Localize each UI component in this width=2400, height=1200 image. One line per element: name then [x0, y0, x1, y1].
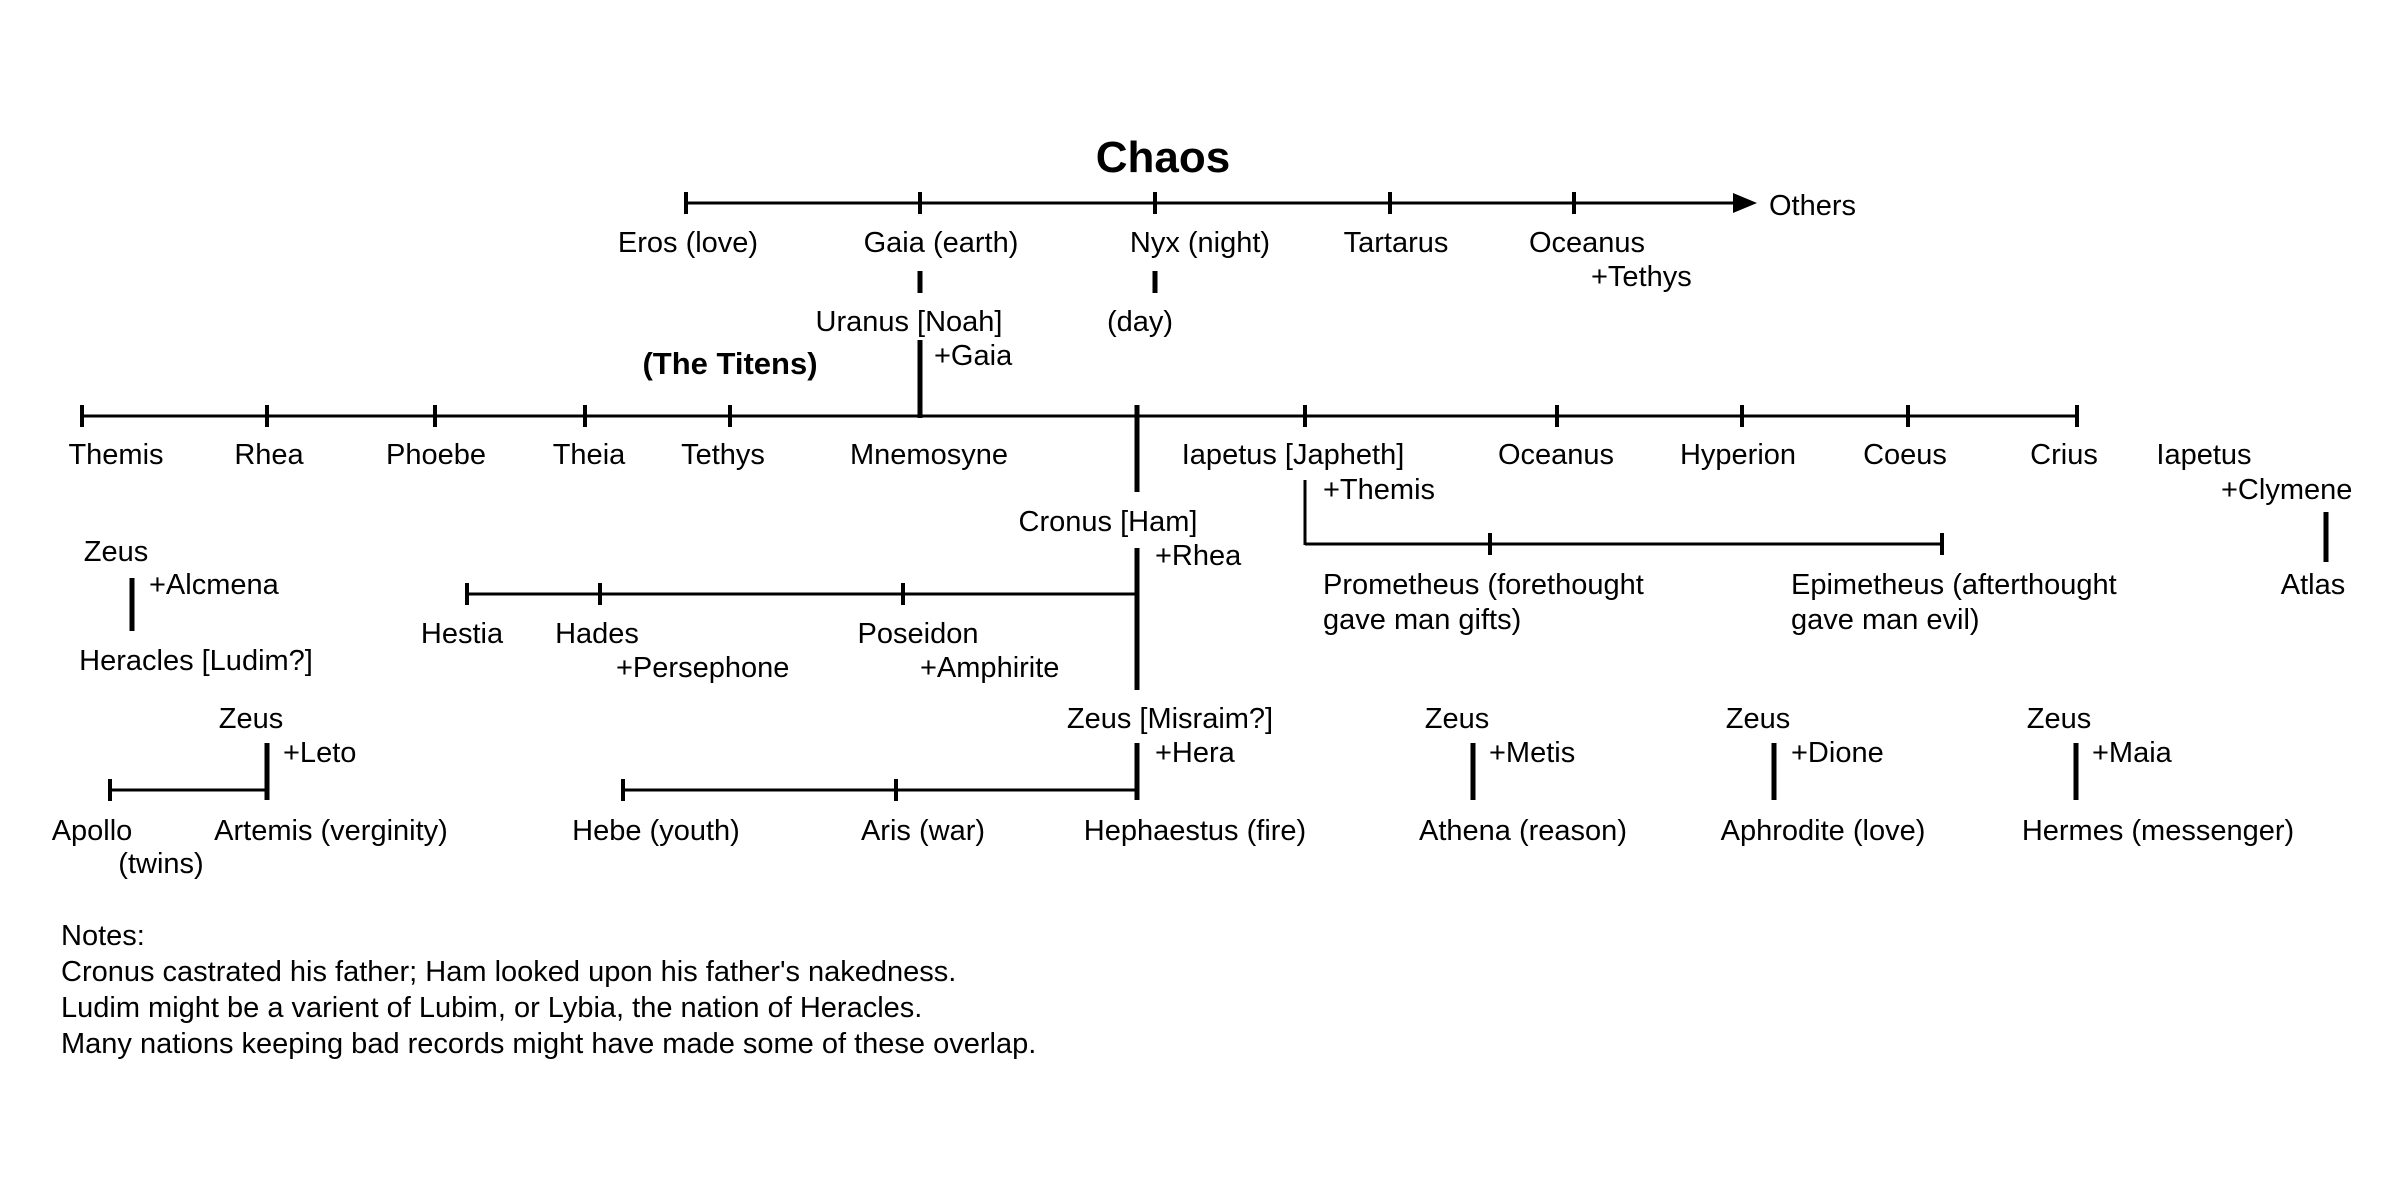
spouse-themis: +Themis — [1323, 474, 1435, 506]
spouse-dione: +Dione — [1791, 737, 1884, 769]
arrow-head-icon — [1733, 193, 1757, 213]
node-oceanus: Oceanus — [1498, 439, 1614, 471]
node-artemis: Artemis (verginity) — [214, 815, 448, 847]
node-gaia: Gaia (earth) — [864, 227, 1019, 259]
node-hermes: Hermes (messenger) — [2022, 815, 2294, 847]
node-heracles: Heracles [Ludim?] — [79, 645, 313, 677]
node-epimetheus: Epimetheus (afterthought — [1791, 569, 2117, 601]
node-iapetus-japheth: Iapetus [Japheth] — [1182, 439, 1405, 471]
spouse-tethys: +Tethys — [1591, 261, 1692, 293]
node-crius: Crius — [2030, 439, 2098, 471]
node-tartarus: Tartarus — [1344, 227, 1449, 259]
node-tethys: Tethys — [681, 439, 765, 471]
node-day: (day) — [1107, 306, 1173, 338]
node-prometheus-note: gave man gifts) — [1323, 604, 1521, 636]
node-rhea: Rhea — [234, 439, 304, 471]
node-zeus: Zeus — [1726, 703, 1790, 735]
node-prometheus: Prometheus (forethought — [1323, 569, 1644, 601]
node-hephaestus: Hephaestus (fire) — [1084, 815, 1306, 847]
node-mnemosyne: Mnemosyne — [850, 439, 1008, 471]
node-poseidon: Poseidon — [858, 618, 979, 650]
node-hyperion: Hyperion — [1680, 439, 1796, 471]
node-epimetheus-note: gave man evil) — [1791, 604, 1980, 636]
node-hebe: Hebe (youth) — [572, 815, 740, 847]
spouse-maia: +Maia — [2092, 737, 2173, 769]
node-uranus: Uranus [Noah] — [816, 306, 1003, 338]
spouse-amphirite: +Amphirite — [920, 652, 1059, 684]
node-phoebe: Phoebe — [386, 439, 486, 471]
node-atlas: Atlas — [2281, 569, 2345, 601]
node-zeus-misraim: Zeus [Misraim?] — [1067, 703, 1273, 735]
note-line: Many nations keeping bad records might h… — [61, 1028, 1037, 1060]
spouse-rhea: +Rhea — [1155, 540, 1242, 572]
node-iapetus: Iapetus — [2156, 439, 2251, 471]
others-label: Others — [1769, 190, 1856, 222]
node-apollo-note: (twins) — [118, 848, 203, 880]
note-line: Cronus castrated his father; Ham looked … — [61, 956, 957, 988]
node-hades: Hades — [555, 618, 639, 650]
node-zeus: Zeus — [2027, 703, 2091, 735]
node-nyx: Nyx (night) — [1130, 227, 1270, 259]
node-theia: Theia — [553, 439, 626, 471]
titans-group-label: (The Titens) — [642, 346, 817, 381]
node-aris: Aris (war) — [861, 815, 985, 847]
node-zeus: Zeus — [219, 703, 283, 735]
spouse-metis: +Metis — [1489, 737, 1575, 769]
node-hestia: Hestia — [421, 618, 504, 650]
node-cronus: Cronus [Ham] — [1019, 506, 1198, 538]
notes-heading: Notes: — [61, 920, 145, 952]
spouse-leto: +Leto — [283, 737, 356, 769]
node-themis: Themis — [68, 439, 163, 471]
notes-section: Notes: Cronus castrated his father; Ham … — [61, 918, 1036, 1062]
node-apollo: Apollo — [52, 815, 133, 847]
spouse-clymene: +Clymene — [2221, 474, 2352, 506]
node-zeus: Zeus — [1425, 703, 1489, 735]
node-coeus: Coeus — [1863, 439, 1947, 471]
node-aphrodite: Aphrodite (love) — [1721, 815, 1926, 847]
node-athena: Athena (reason) — [1419, 815, 1627, 847]
spouse-gaia: +Gaia — [934, 340, 1013, 372]
spouse-alcmena: +Alcmena — [149, 569, 280, 601]
node-zeus: Zeus — [84, 536, 148, 568]
diagram-title: Chaos — [1096, 133, 1230, 182]
spouse-persephone-label: +Persephone — [616, 652, 789, 684]
node-eros: Eros (love) — [618, 227, 758, 259]
node-oceanus-primordial: Oceanus — [1529, 227, 1645, 259]
spouse-hera: +Hera — [1155, 737, 1236, 769]
note-line: Ludim might be a varient of Lubim, or Ly… — [61, 992, 923, 1024]
